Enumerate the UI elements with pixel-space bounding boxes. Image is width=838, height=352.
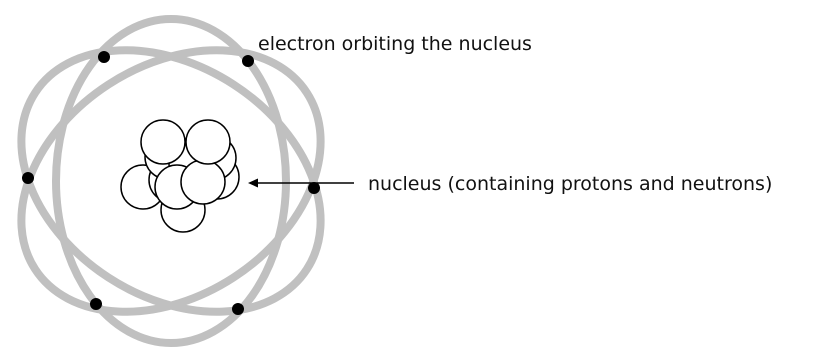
nucleon (140, 119, 186, 165)
electron-label: electron orbiting the nucleus (258, 33, 532, 55)
nucleon (185, 119, 231, 165)
electron-dot (308, 182, 320, 194)
arrow-head (248, 178, 258, 188)
orbits (17, 15, 325, 347)
orbit-tilted-left (17, 46, 325, 316)
electron-dot (232, 303, 244, 315)
orbit-vertical (52, 15, 290, 347)
nucleus-arrow (248, 178, 354, 188)
orbit-tilted-right (17, 46, 325, 316)
electron-dot (90, 298, 102, 310)
nucleon (180, 159, 226, 205)
electrons (22, 51, 320, 315)
nucleus (120, 119, 240, 233)
electron-dot (98, 51, 110, 63)
nucleus-label: nucleus (containing protons and neutrons… (368, 173, 772, 195)
electron-dot (22, 172, 34, 184)
electron-dot (242, 55, 254, 67)
